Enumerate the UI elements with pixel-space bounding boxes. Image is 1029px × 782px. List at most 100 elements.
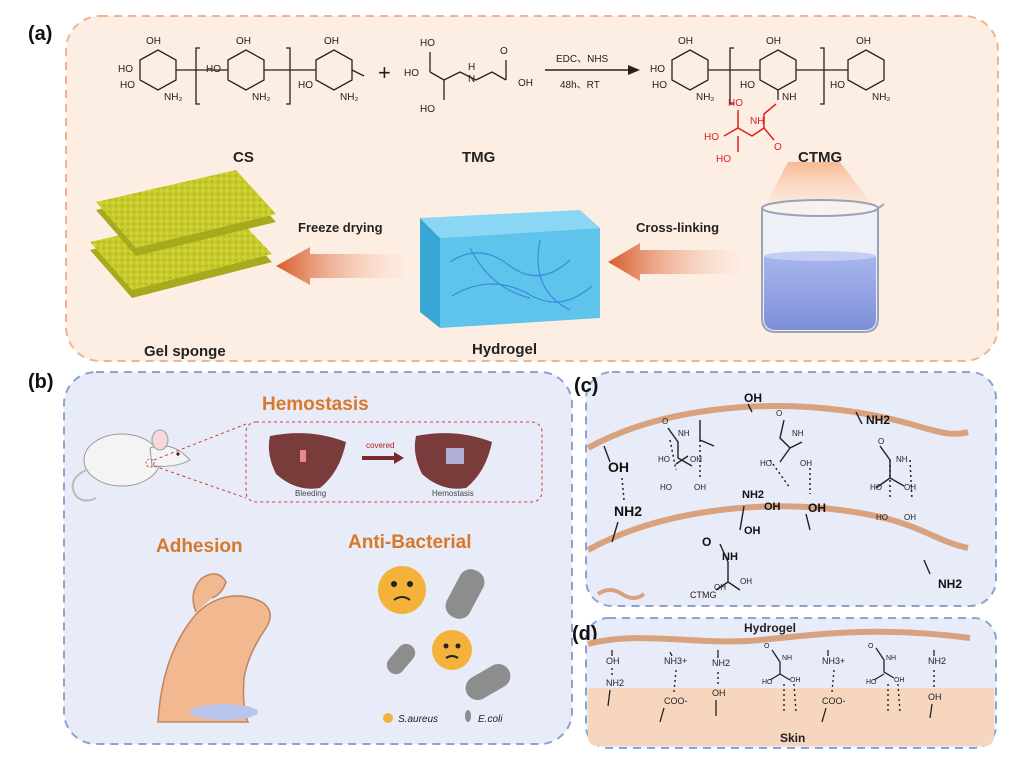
svg-text:HO: HO: [404, 68, 419, 79]
label-cs: CS: [233, 149, 254, 166]
svg-text:O: O: [500, 46, 508, 57]
svg-text:O: O: [774, 142, 782, 153]
bleeding-spot: [300, 450, 306, 462]
svg-text:OH: OH: [740, 577, 752, 586]
bacteria: [378, 566, 511, 700]
svg-text:OH: OH: [236, 36, 251, 47]
svg-text:OH: OH: [518, 78, 533, 89]
svg-text:NH: NH: [792, 429, 804, 438]
cs-structure: [139, 47, 365, 105]
antibacterial-title: Anti-Bacterial: [348, 532, 472, 553]
svg-text:OH: OH: [324, 36, 339, 47]
zoom-box: [245, 421, 543, 503]
svg-text:OH: OH: [808, 501, 826, 515]
panel-c-frame: [585, 371, 997, 607]
arm: [157, 573, 271, 723]
svg-text:O: O: [868, 643, 874, 650]
mouse: [71, 429, 191, 502]
svg-text:HO: HO: [740, 80, 755, 91]
zoom-line-top: [153, 423, 247, 461]
svg-text:HO: HO: [870, 483, 882, 492]
skin-layer: [588, 688, 994, 746]
svg-text:OH: OH: [744, 391, 762, 405]
hemostasis-label: Hemostasis: [432, 489, 474, 498]
svg-text:NH: NH: [782, 92, 796, 103]
svg-text:HO: HO: [830, 80, 845, 91]
svg-text:OH: OH: [904, 513, 916, 522]
panel-c-label: (c): [574, 375, 598, 397]
fiber-top: [586, 403, 969, 451]
svg-text:NH3+: NH3+: [822, 656, 845, 666]
svg-text:NH₂: NH₂: [340, 92, 358, 103]
ctmg-structure: [671, 47, 885, 105]
svg-text:OH: OH: [712, 688, 726, 698]
legend-ecoli: E.coli: [478, 714, 503, 725]
svg-text:NH2: NH2: [938, 577, 962, 591]
panel-a-label: (a): [28, 23, 52, 45]
interface-hydrogel-label: Hydrogel: [744, 621, 796, 635]
svg-text:HO: HO: [704, 132, 719, 143]
light-beam: [762, 162, 878, 212]
svg-text:OH: OH: [766, 36, 781, 47]
svg-text:HO: HO: [716, 154, 731, 165]
svg-text:NH3+: NH3+: [664, 656, 687, 666]
hydrogel-label: Hydrogel: [472, 341, 537, 358]
interface-skin-label: Skin: [780, 731, 805, 745]
legend-fiber-mark: [596, 588, 646, 600]
freeze-drying-arrow: [276, 247, 406, 285]
svg-text:OH: OH: [744, 525, 761, 537]
covered-arrow: [362, 452, 404, 464]
reagent-top: EDC、NHS: [556, 54, 609, 65]
svg-text:OH: OH: [764, 501, 781, 513]
hydrogel-block: [420, 210, 600, 328]
svg-text:OH: OH: [146, 36, 161, 47]
svg-text:HO: HO: [760, 459, 772, 468]
gel-sponge: [90, 170, 276, 298]
svg-text:NH: NH: [886, 655, 896, 662]
panel-b-label: (b): [28, 371, 54, 393]
svg-text:HO: HO: [206, 64, 221, 75]
svg-text:HO: HO: [658, 455, 670, 464]
svg-text:O: O: [702, 535, 711, 549]
svg-text:HO: HO: [420, 104, 435, 115]
svg-text:NH: NH: [750, 116, 764, 127]
beaker: [761, 199, 885, 333]
legend-ecoli-mark: [465, 710, 471, 722]
svg-text:OH: OH: [678, 36, 693, 47]
network-bonds: [603, 403, 931, 591]
network-labels: OH OH NH2 NH2 OH NH2 OH O NH OH NH2: [608, 391, 962, 591]
svg-text:HO: HO: [866, 679, 877, 686]
svg-text:HO: HO: [652, 80, 667, 91]
svg-text:HO: HO: [762, 679, 773, 686]
svg-text:O: O: [878, 437, 884, 446]
svg-text:HO: HO: [120, 80, 135, 91]
svg-text:HO: HO: [420, 38, 435, 49]
interface-bonds: [607, 647, 935, 723]
svg-text:H: H: [468, 62, 475, 73]
zoom-line-bottom: [153, 465, 247, 499]
svg-text:OH: OH: [928, 692, 942, 702]
svg-text:NH2: NH2: [742, 489, 764, 501]
svg-text:NH2: NH2: [712, 658, 730, 668]
svg-text:NH2: NH2: [866, 413, 890, 427]
adhesion-title: Adhesion: [156, 536, 243, 557]
cross-linking-arrow: [608, 243, 740, 281]
plus-sign: +: [378, 60, 391, 85]
svg-text:OH: OH: [608, 459, 629, 475]
svg-text:HO: HO: [650, 64, 665, 75]
ctmg-red-group: [723, 103, 777, 152]
svg-text:NH2: NH2: [614, 503, 642, 519]
freeze-drying-label: Freeze drying: [298, 220, 383, 235]
svg-text:HO: HO: [298, 80, 313, 91]
bleeding-label: Bleeding: [295, 489, 326, 498]
legend-saureus-dot: [383, 713, 393, 723]
label-tmg: TMG: [462, 149, 495, 166]
reaction-arrow-head: [628, 65, 640, 75]
svg-text:OH: OH: [714, 583, 726, 592]
svg-text:COO-: COO-: [822, 696, 846, 706]
svg-text:O: O: [764, 643, 770, 650]
svg-text:OH: OH: [606, 656, 620, 666]
